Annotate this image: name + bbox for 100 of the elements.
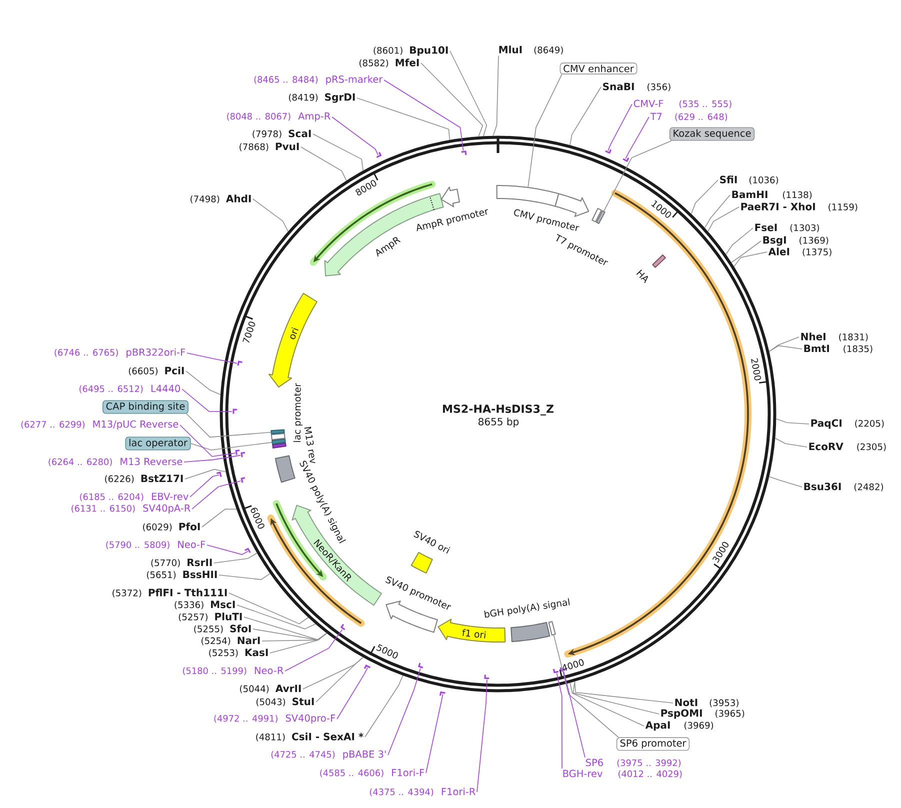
leader-line bbox=[563, 671, 586, 758]
tick-label: 2000 bbox=[751, 358, 762, 380]
leader-line bbox=[420, 62, 484, 137]
leader-line bbox=[608, 104, 632, 152]
primer-label: (6264 .. 6280) M13 Reverse bbox=[48, 458, 182, 466]
primer-label: (6746 .. 6765) pBR322ori-F bbox=[54, 348, 186, 358]
plasmid-name: MS2-HA-HsDIS3_Z bbox=[443, 404, 554, 416]
leader-line bbox=[214, 552, 258, 564]
leader-line bbox=[388, 668, 421, 756]
leader-line bbox=[553, 634, 619, 738]
leader-line bbox=[570, 86, 602, 146]
site-label: (7498) AhdI bbox=[190, 194, 251, 204]
site-label: NheI (1831) bbox=[801, 332, 868, 342]
leader-line bbox=[192, 480, 242, 510]
leader-line bbox=[244, 616, 328, 640]
leader-line bbox=[690, 180, 718, 214]
feature-tag: Kozak sequence bbox=[669, 127, 755, 141]
primer-label: (8465 .. 8484) pRS-marker bbox=[254, 75, 383, 85]
leader-line bbox=[202, 508, 237, 528]
site-label: BamHI (1138) bbox=[732, 190, 812, 200]
site-label: PaeR7I - XhoI (1159) bbox=[741, 202, 858, 212]
leader-line bbox=[190, 474, 220, 498]
primer-mark bbox=[622, 158, 630, 162]
primer-mark bbox=[240, 477, 246, 483]
primer-label: (6131 .. 6150) SV40pA-R bbox=[72, 504, 190, 514]
leader-line bbox=[768, 336, 800, 352]
leader-line bbox=[252, 628, 328, 640]
primer-mark bbox=[232, 408, 238, 414]
feature-box bbox=[548, 621, 556, 636]
site-label: (7868) PvuI bbox=[240, 142, 299, 152]
primer-label: CMV-F (535 .. 555) bbox=[634, 100, 732, 108]
leader-line bbox=[252, 198, 288, 232]
site-label: (5043) StuI bbox=[256, 698, 314, 706]
primer-mark bbox=[552, 668, 559, 674]
feature-box bbox=[272, 438, 286, 445]
leader-line bbox=[570, 682, 644, 726]
leader-line bbox=[190, 442, 273, 450]
primer-mark bbox=[244, 548, 251, 554]
leader-line bbox=[206, 544, 248, 555]
node-label: bGH poly(A) signal bbox=[484, 598, 570, 618]
primer-mark bbox=[340, 624, 346, 630]
primer-mark bbox=[484, 674, 490, 680]
feature-tag: CMV enhancer bbox=[560, 62, 638, 74]
leader-line bbox=[236, 604, 316, 630]
site-label: (5253) KasI bbox=[209, 648, 268, 658]
leader-line bbox=[180, 424, 236, 457]
site-label: SnaBI (356) bbox=[603, 82, 670, 92]
site-label: BsgI (1369) bbox=[763, 236, 828, 246]
site-label: (5651) BssHII bbox=[146, 570, 217, 580]
primer-label: SP6 (3975 .. 3992) bbox=[586, 758, 681, 768]
site-label: (8601) Bpu10I bbox=[374, 46, 448, 56]
site-label: (5044) AvrII bbox=[240, 684, 301, 694]
primer-mark bbox=[235, 450, 240, 456]
primer-label: (4375 .. 4394) F1ori-R bbox=[370, 788, 476, 796]
site-label: AleI (1375) bbox=[768, 248, 832, 256]
site-label: (5770) RsrII bbox=[151, 558, 212, 568]
leader-line bbox=[182, 388, 233, 412]
site-label: Bsu36I (2482) bbox=[804, 482, 884, 492]
primer-label: (8048 .. 8067) Amp-R bbox=[227, 112, 330, 122]
leader-line bbox=[603, 140, 672, 212]
leader-line bbox=[228, 592, 309, 624]
leader-line bbox=[768, 476, 802, 488]
site-label: EcoRV (2305) bbox=[809, 442, 886, 452]
leader-line bbox=[186, 413, 272, 438]
primer-mark bbox=[237, 360, 242, 366]
primer-label: (6277 .. 6299) M13/pUC Reverse bbox=[21, 420, 178, 430]
site-label: SfiI (1036) bbox=[720, 176, 778, 184]
feature-tag: SP6 promoter bbox=[616, 737, 690, 751]
leader-line bbox=[312, 134, 364, 172]
feature-box: HA bbox=[636, 254, 666, 284]
leader-line bbox=[704, 194, 730, 228]
tick-label: 6000 bbox=[250, 508, 264, 529]
primer-label: (6495 .. 6512) L4440 bbox=[80, 384, 180, 394]
site-label: (5336) MscI bbox=[174, 600, 235, 610]
leader-line bbox=[184, 454, 241, 462]
feature-band: CMV promoter bbox=[514, 193, 590, 231]
leader-line bbox=[476, 679, 488, 792]
leader-line bbox=[218, 573, 270, 580]
leader-line bbox=[734, 252, 768, 267]
leader-line bbox=[768, 345, 802, 352]
tick-label: 7000 bbox=[242, 322, 256, 343]
leader-line bbox=[556, 672, 562, 769]
leader-line bbox=[300, 146, 347, 182]
site-label: (6029) PfoI bbox=[143, 522, 200, 532]
leader-line bbox=[332, 116, 378, 156]
leader-line bbox=[625, 116, 650, 160]
leader-line bbox=[186, 352, 238, 364]
site-label: ApaI (3969) bbox=[645, 721, 714, 731]
primer-label: (5790 .. 5809) Neo-F bbox=[106, 540, 206, 550]
leader-line bbox=[572, 681, 660, 714]
primer-label: (5180 .. 5199) Neo-R bbox=[183, 666, 284, 676]
plasmid-size: 8655 bp bbox=[478, 418, 519, 428]
site-label: (8419) SgrDI bbox=[288, 93, 355, 103]
node-label: CMV promoter bbox=[514, 209, 580, 231]
leader-line bbox=[528, 74, 562, 188]
primer-label: T7 (629 .. 648) bbox=[650, 112, 728, 122]
primer-mark bbox=[240, 452, 246, 458]
primer-mark bbox=[418, 662, 424, 668]
primer-label: (4972 .. 4991) SV40pro-F bbox=[214, 714, 336, 724]
leader-line bbox=[302, 656, 364, 690]
